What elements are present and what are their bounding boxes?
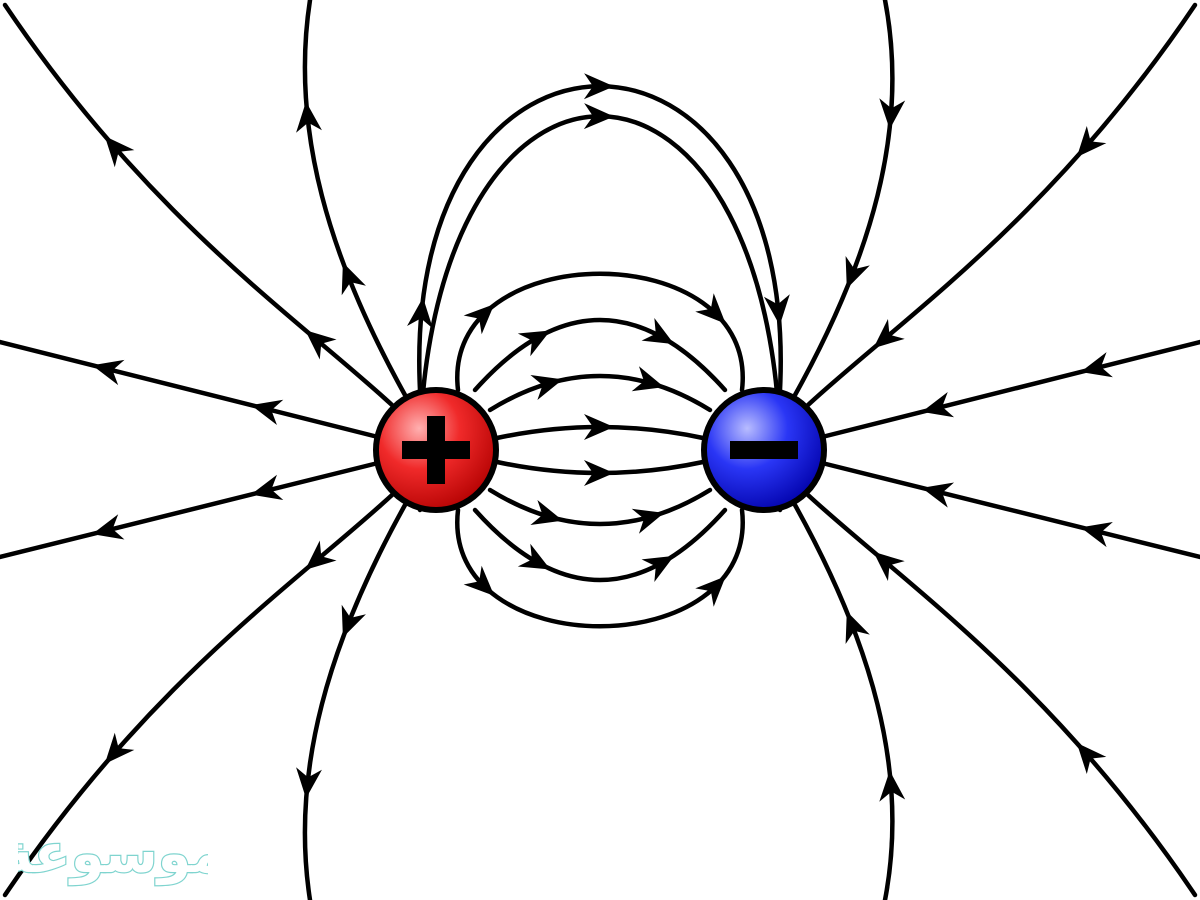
- field-arrow: [763, 294, 790, 326]
- field-arrow: [92, 514, 125, 540]
- field-line: [472, 507, 728, 583]
- field-arrow: [305, 540, 337, 570]
- field-arrow: [92, 359, 125, 386]
- field-arrow: [583, 413, 614, 440]
- field-arrow: [641, 555, 675, 582]
- field-line: [805, 2, 1198, 408]
- field-line: [819, 460, 1200, 560]
- field-line: [455, 507, 745, 629]
- field-arrow: [296, 101, 322, 133]
- field-line: [472, 317, 728, 393]
- field-arrow: [921, 391, 955, 418]
- field-arrow: [104, 136, 135, 168]
- field-line: [455, 271, 745, 393]
- field-arrow: [631, 366, 665, 392]
- field-arrow: [583, 103, 614, 130]
- field-arrow: [463, 565, 495, 596]
- field-arrow: [305, 330, 337, 360]
- field-arrow: [1076, 125, 1107, 158]
- field-line: [805, 492, 1198, 898]
- field-line: [792, 0, 895, 398]
- field-arrow: [873, 318, 905, 349]
- field-arrow: [251, 399, 284, 426]
- field-arrow: [845, 255, 870, 289]
- field-arrow: [463, 304, 495, 335]
- field-line: [487, 373, 713, 413]
- field-line: [2, 492, 395, 898]
- field-arrow: [1080, 521, 1113, 548]
- field-arrow: [583, 460, 614, 487]
- field-arrow: [407, 297, 433, 329]
- field-arrow: [921, 482, 955, 508]
- field-line: [2, 2, 395, 408]
- field-arrow: [341, 262, 366, 296]
- field-arrows: [92, 73, 1113, 802]
- field-arrow: [530, 374, 563, 401]
- field-arrow: [517, 330, 551, 357]
- field-arrow: [104, 732, 135, 764]
- negative-charge: [701, 387, 827, 513]
- field-arrow: [583, 73, 614, 100]
- field-arrow: [641, 318, 675, 345]
- field-arrow: [695, 576, 726, 607]
- field-line: [819, 339, 1200, 440]
- field-line: [302, 0, 408, 398]
- plus-sign-vertical: [427, 416, 445, 484]
- field-line: [417, 84, 783, 393]
- field-arrow: [517, 543, 551, 570]
- field-line: [487, 487, 713, 527]
- field-arrow: [879, 98, 906, 130]
- field-arrow: [1080, 352, 1113, 378]
- field-arrow: [631, 508, 665, 534]
- field-line: [0, 339, 381, 440]
- field-arrow: [879, 770, 906, 802]
- minus-sign: [730, 441, 798, 459]
- watermark-logo: موسوعة: [18, 821, 208, 886]
- field-line: [302, 502, 408, 900]
- field-line: [0, 460, 381, 560]
- field-arrow: [873, 551, 905, 582]
- field-arrow: [296, 767, 322, 799]
- positive-charge: [373, 387, 499, 513]
- watermark-text: موسوعة: [18, 822, 208, 885]
- field-line: [792, 502, 895, 900]
- field-arrow: [695, 293, 726, 324]
- field-arrow: [845, 611, 870, 645]
- field-arrow: [341, 604, 366, 638]
- field-arrow: [251, 474, 284, 500]
- field-arrow: [530, 499, 563, 526]
- field-arrow: [1076, 742, 1107, 775]
